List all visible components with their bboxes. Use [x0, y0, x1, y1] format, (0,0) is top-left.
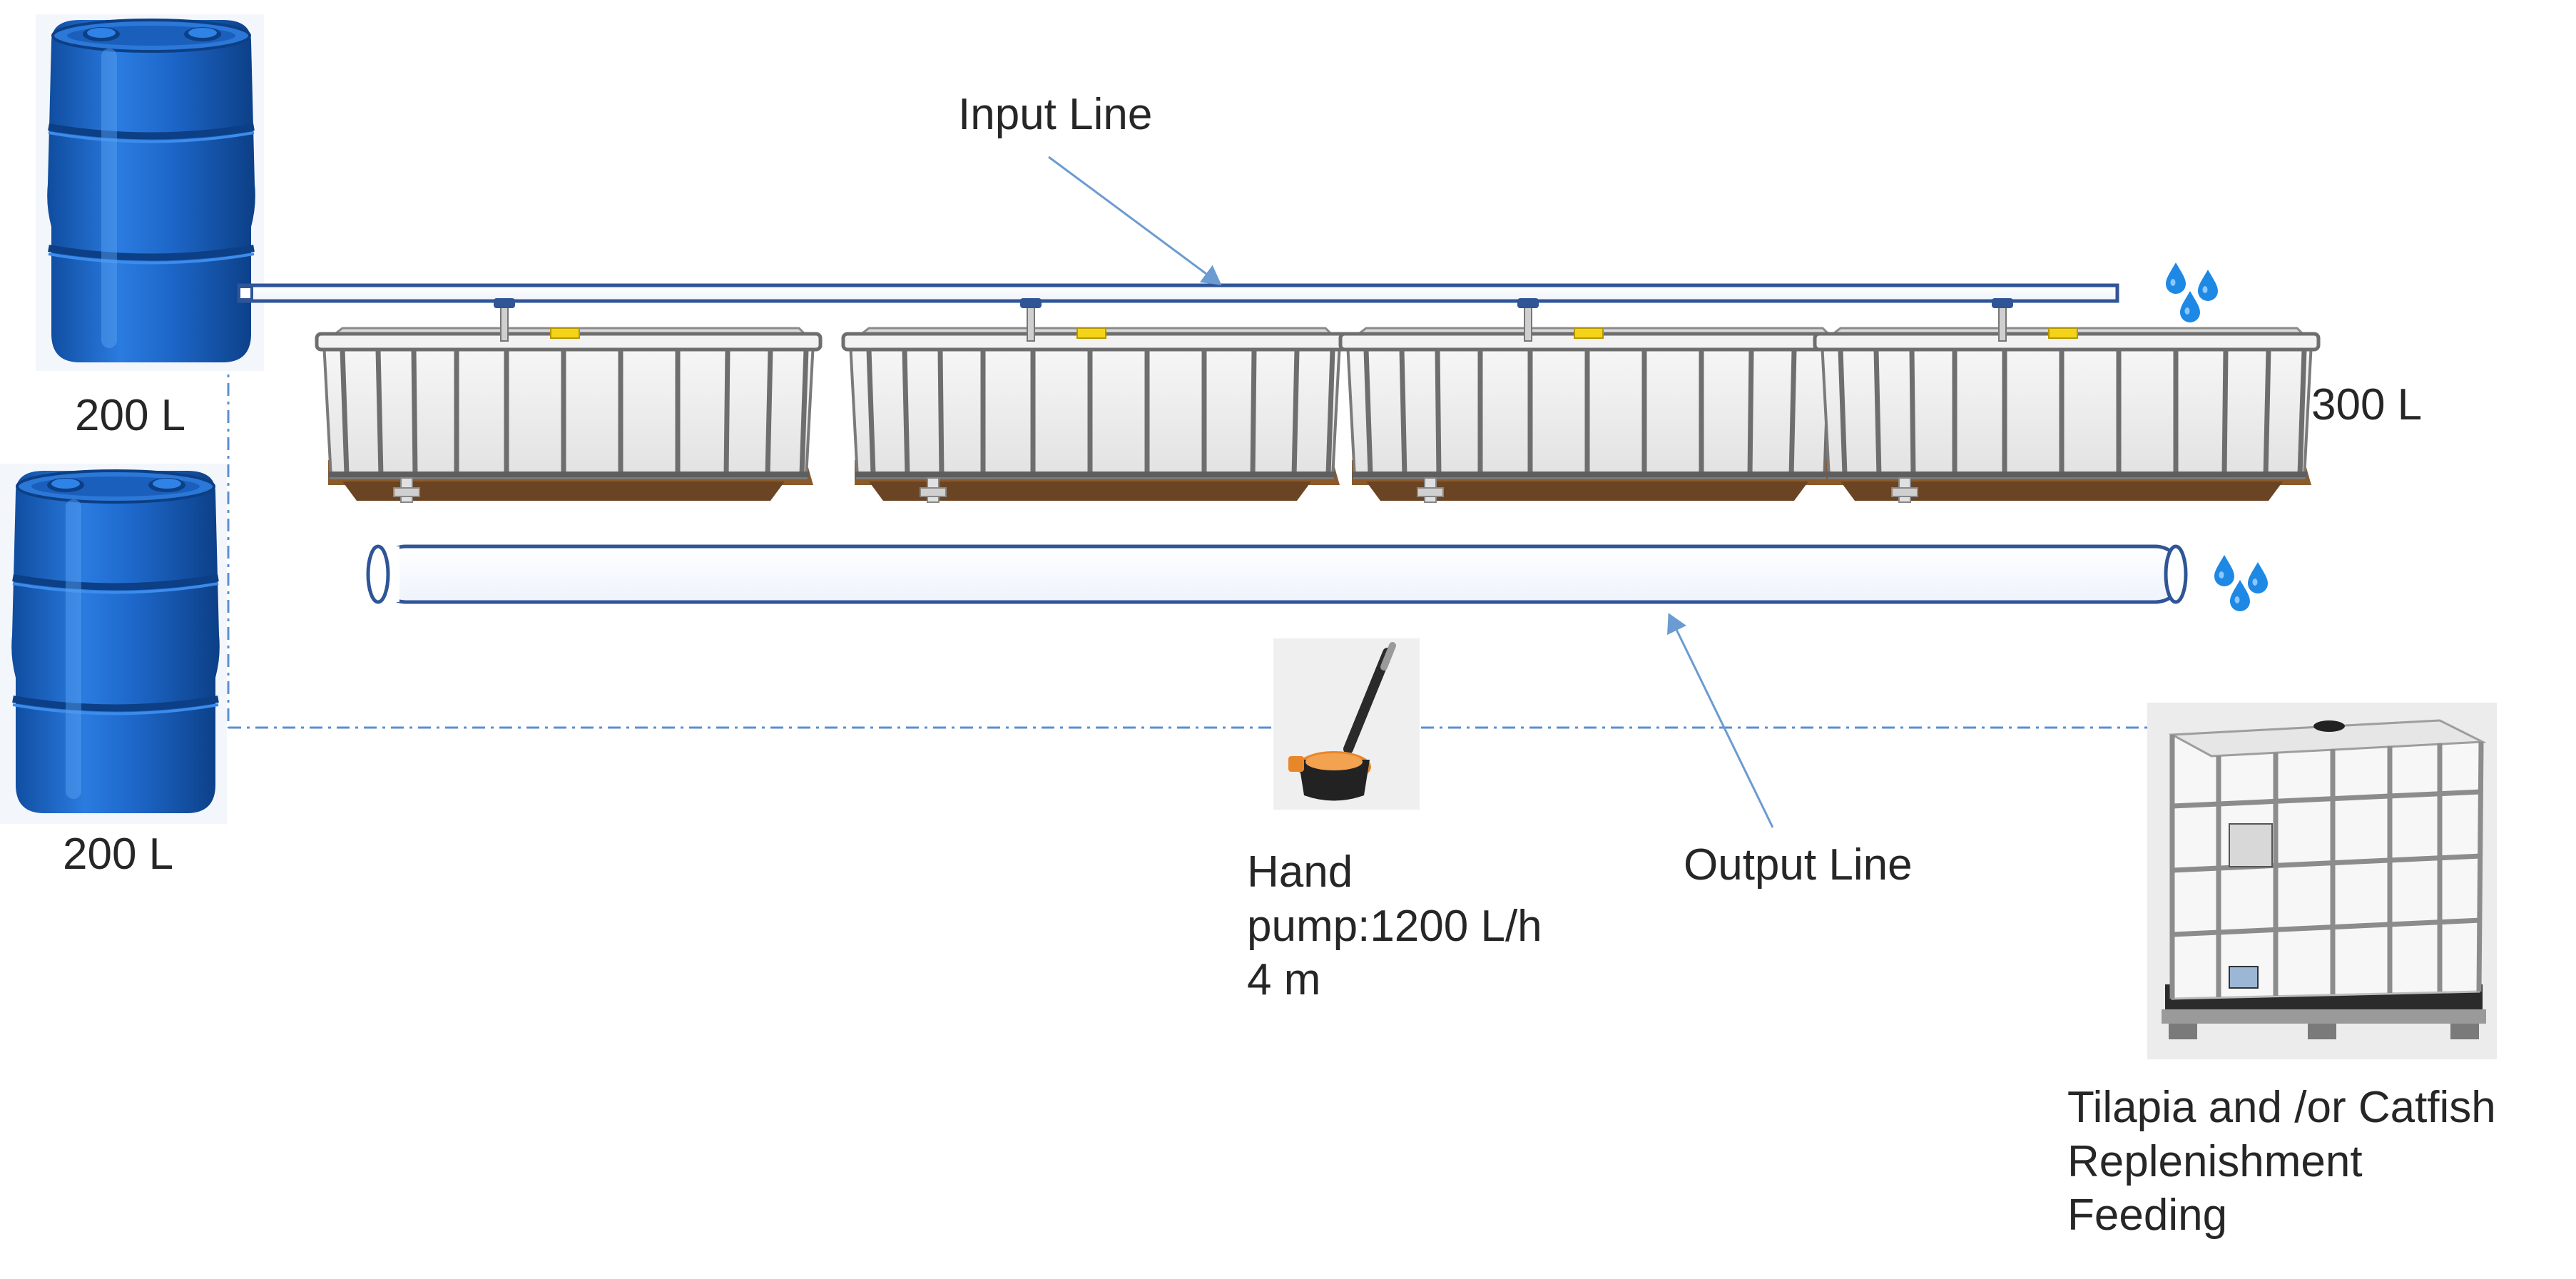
drum-icon — [47, 20, 255, 362]
input-line-label: Input Line — [958, 90, 1153, 139]
output-line-arrow — [1667, 613, 1774, 828]
input-line-pipe — [237, 283, 2119, 303]
drum-icon — [11, 471, 220, 813]
hand-pump-icon — [1273, 638, 1420, 810]
hand-pump-label-line-3: 4 m — [1247, 955, 1321, 1005]
tank-capacity-label: 300 L — [2311, 380, 2423, 429]
hand-pump-label-line-2: pump:1200 L/h — [1247, 901, 1542, 951]
output-line-label: Output Line — [1684, 840, 1913, 890]
water-drop-icon — [2166, 263, 2218, 322]
barrel-top-capacity-label: 200 L — [75, 391, 186, 440]
ibc-tote-label-line-3: Feeding — [2067, 1191, 2228, 1240]
hand-pump-label: Hand pump:1200 L/h 4 m — [1247, 845, 1675, 1007]
fish-tank-icon — [1340, 298, 1844, 502]
ibc-tote-label-line-2: Replenishment — [2067, 1136, 2363, 1186]
ibc-tote-label: Tilapia and /or Catfish Replenishment Fe… — [2067, 1081, 2574, 1243]
fish-tank-icon — [1815, 298, 2318, 502]
fish-tank-icon — [843, 298, 1347, 502]
fish-tank-4 — [1815, 298, 2318, 502]
water-drop-icon — [2214, 555, 2268, 611]
fish-tank-1 — [317, 298, 820, 502]
ibc-tote-icon — [2147, 703, 2497, 1059]
fish-tank-icon — [317, 298, 820, 502]
barrel-top — [36, 14, 264, 371]
output-line-pipe — [366, 544, 2188, 604]
barrel-bottom-capacity-label: 200 L — [63, 830, 174, 879]
ibc-tote-label-line-1: Tilapia and /or Catfish — [2067, 1083, 2496, 1132]
fish-tank-3 — [1340, 298, 1844, 502]
barrel-bottom — [0, 464, 227, 824]
hand-pump-label-line-1: Hand — [1247, 847, 1353, 897]
fish-tank-2 — [843, 298, 1347, 502]
input-line-arrow — [1048, 156, 1222, 285]
